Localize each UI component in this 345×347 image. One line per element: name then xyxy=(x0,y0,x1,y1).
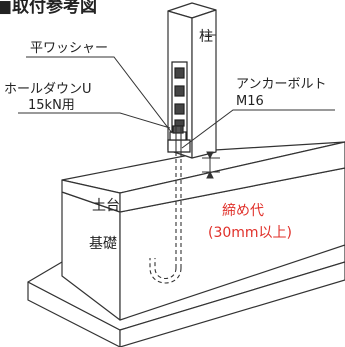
foundation-label: 基礎 xyxy=(89,235,117,252)
washer-label: 平ワッシャー xyxy=(30,41,108,56)
post-label: 柱 xyxy=(199,29,213,45)
sill-label: 土台 xyxy=(92,198,120,214)
holdown-bracket xyxy=(167,61,191,153)
leader-lines xyxy=(18,34,335,149)
holdown-label: ホールダウンU xyxy=(4,82,92,97)
diagram-title: ■取付参考図 xyxy=(0,0,97,17)
margin-dimension xyxy=(202,151,220,179)
foundation xyxy=(27,167,345,347)
anchor-bolt-size-label: M16 xyxy=(236,94,264,109)
anchor-bolt xyxy=(149,126,182,284)
washer-nut xyxy=(169,125,187,141)
margin-label: 締め代 xyxy=(222,202,264,219)
anchor-bolt-label: アンカーボルト xyxy=(236,77,326,92)
holdown-capacity-label: 15kN用 xyxy=(28,98,75,113)
margin-value-label: (30mm以上) xyxy=(208,225,292,241)
